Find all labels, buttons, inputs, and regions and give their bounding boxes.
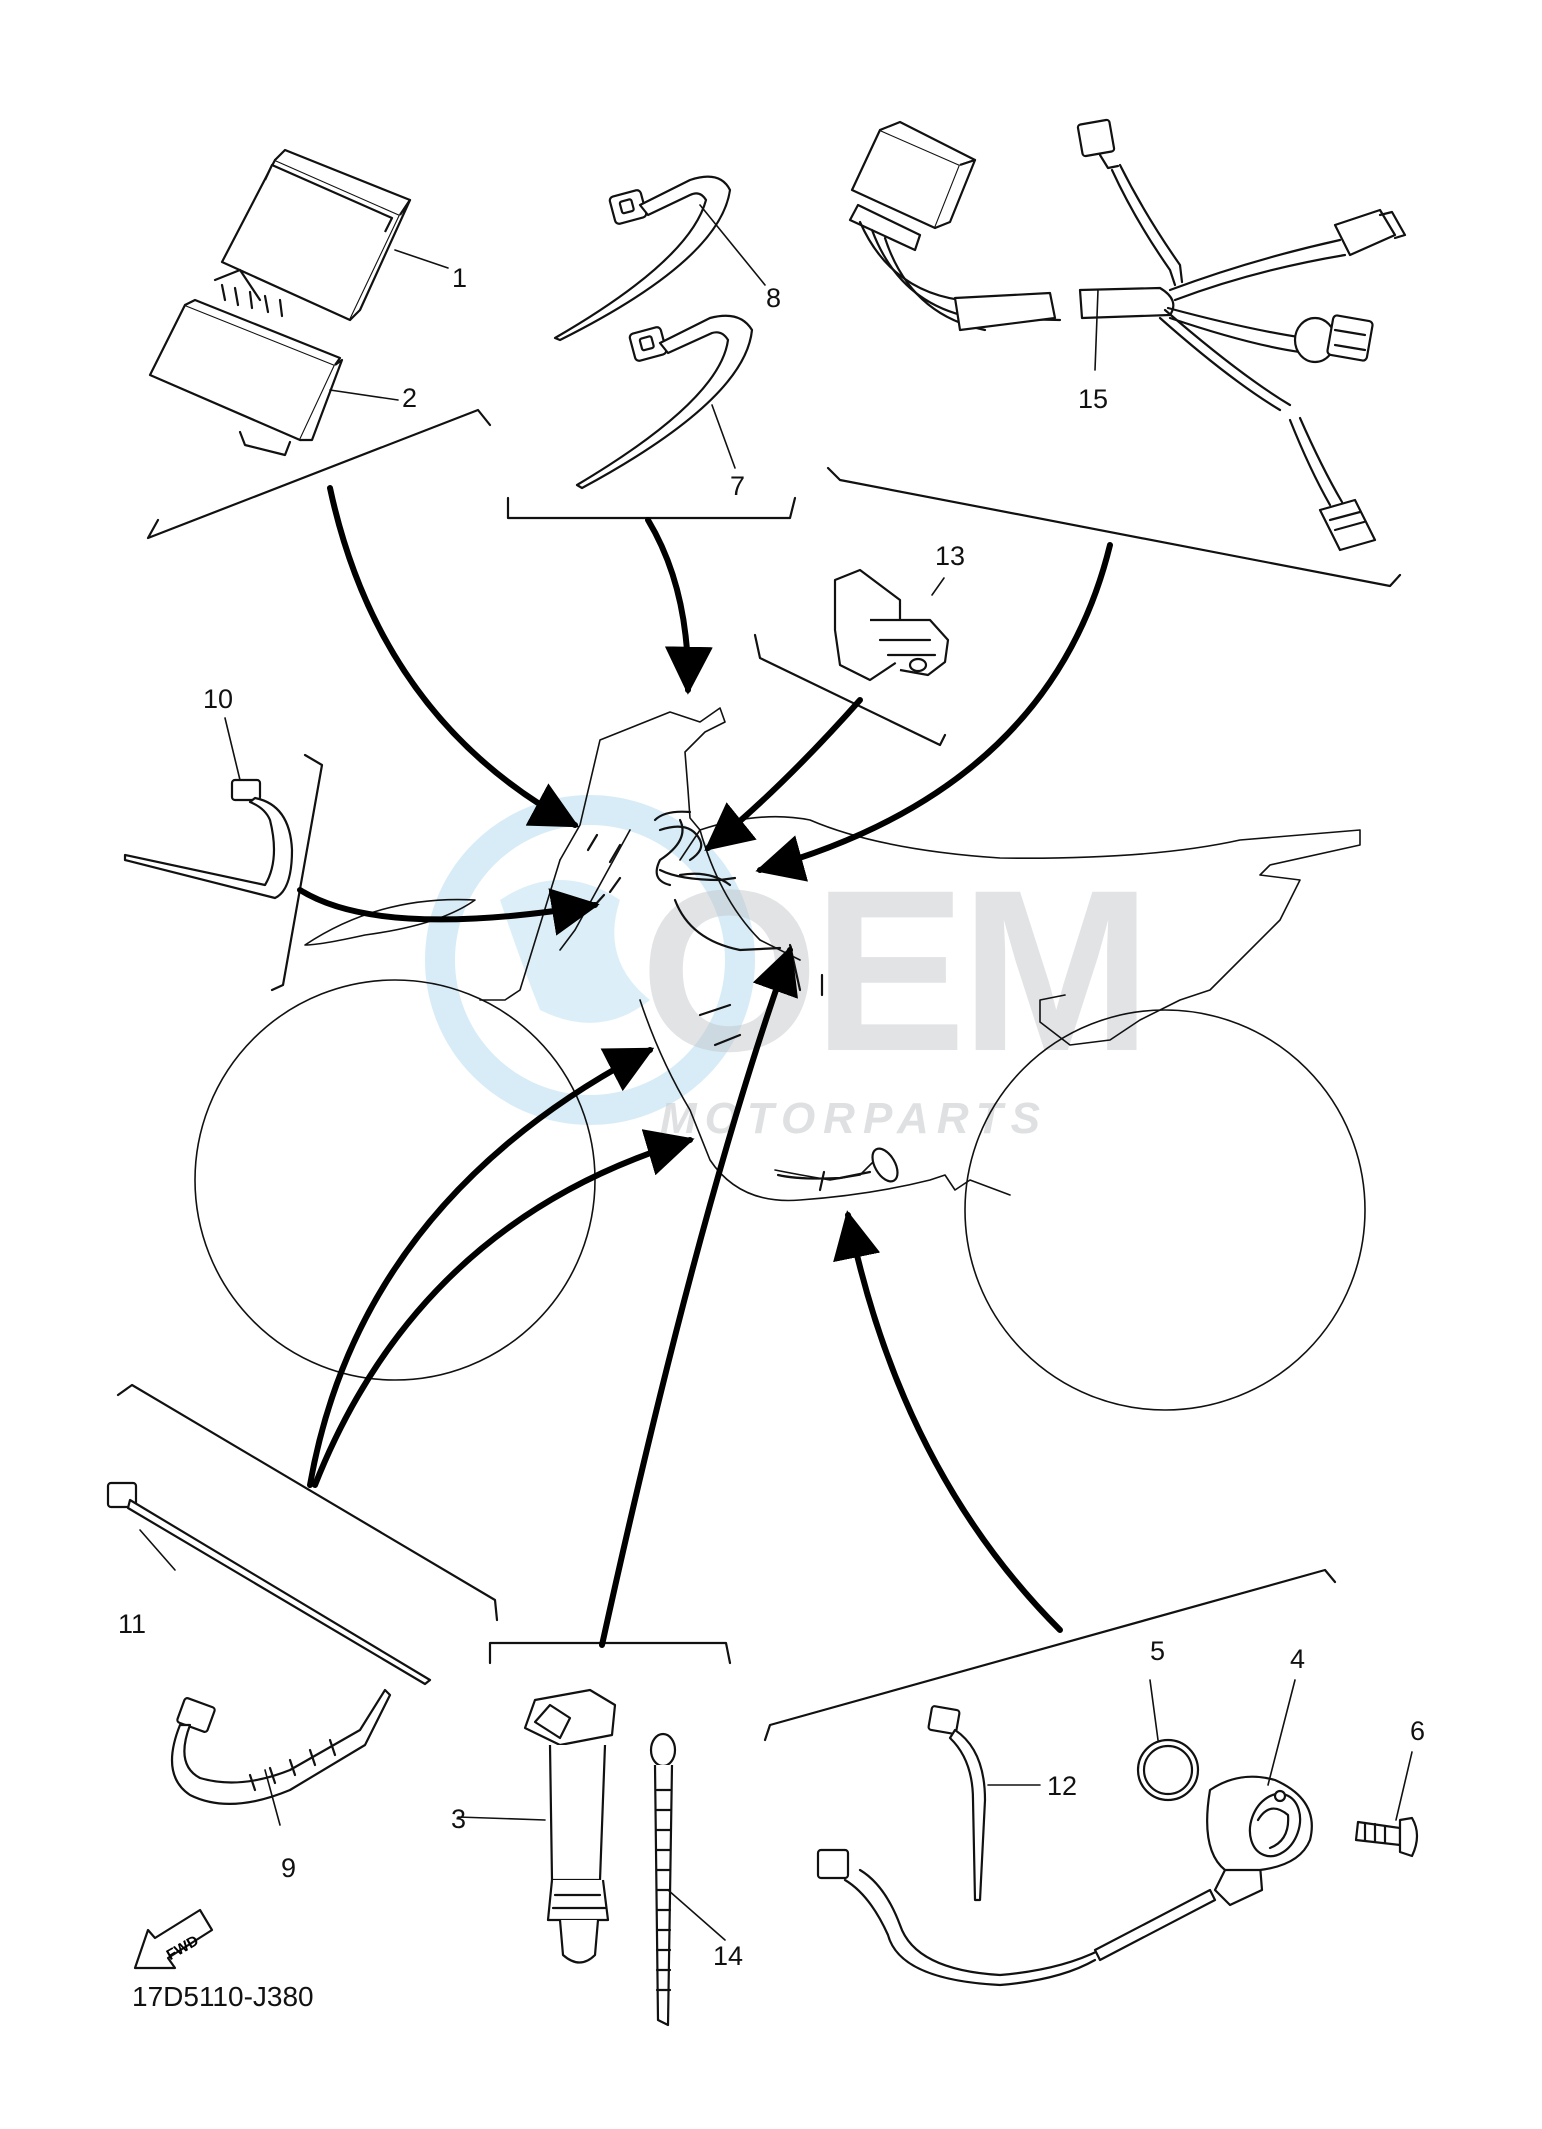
callout-10: 10: [203, 684, 233, 714]
part-4-sensor: [816, 1775, 1313, 1987]
callout-15: 15: [1078, 384, 1108, 414]
callout-6: 6: [1410, 1716, 1425, 1746]
rear-wheel: [964, 1009, 1366, 1411]
front-wheel: [194, 979, 596, 1381]
callout-7: 7: [730, 471, 745, 501]
callout-leaders: [139, 204, 1413, 1941]
diagram-code: 17D5110-J380: [132, 1981, 314, 2012]
part-3-ignition-coil: [523, 1688, 617, 1964]
callout-13: 13: [935, 541, 965, 571]
part-1-cdi-unit: [213, 148, 412, 322]
part-8-cable-tie: [553, 175, 732, 342]
watermark: OEM MOTORPARTS: [425, 795, 1152, 1143]
watermark-brand: OEM: [640, 842, 1146, 1099]
fwd-arrow-icon: FWD: [133, 1908, 214, 1970]
callout-3: 3: [451, 1804, 466, 1834]
callout-1: 1: [452, 263, 467, 293]
part-13-holder: [833, 568, 950, 682]
callout-8: 8: [766, 283, 781, 313]
watermark-globe-icon: [425, 795, 755, 1125]
group-brackets: [116, 408, 1402, 1742]
callout-9: 9: [281, 1853, 296, 1883]
part-2-cdi-cover: [148, 298, 344, 457]
motorcycle-outline: [194, 707, 1366, 1411]
part-9-band: [170, 1688, 392, 1805]
part-10-cable-tie: [123, 778, 294, 900]
leader-arrows: [297, 485, 1113, 1648]
part-11-cable-tie: [106, 1481, 432, 1686]
callout-14: 14: [713, 1941, 743, 1971]
callout-12: 12: [1047, 1771, 1077, 1801]
callout-11: 11: [118, 1609, 146, 1639]
callout-2: 2: [402, 383, 417, 413]
part-12-cable-tie: [927, 1705, 987, 1902]
part-14-band: [649, 1732, 677, 2027]
part-6-bolt: [1354, 1816, 1419, 1858]
callout-5: 5: [1150, 1636, 1165, 1666]
watermark-tagline: MOTORPARTS: [660, 1094, 1048, 1143]
callout-4: 4: [1290, 1644, 1305, 1674]
part-7-cable-tie: [575, 314, 754, 490]
part-5-o-ring: [1136, 1738, 1200, 1802]
part-15-wire-harness: [848, 118, 1407, 552]
callout-numbers: 1 2 8 7 15 13 10 11 9 3 14 12 5 4 6: [118, 263, 1425, 1971]
